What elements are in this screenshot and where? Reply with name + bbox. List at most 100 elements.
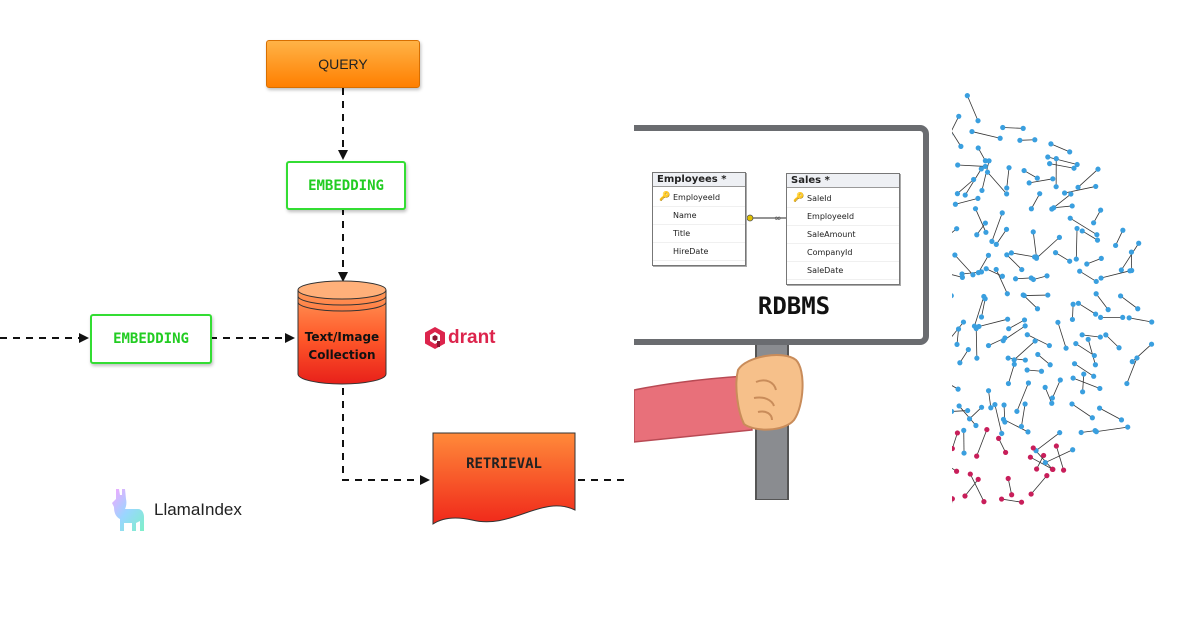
graph-node [1012,276,1019,282]
graph-node [1041,452,1047,459]
graph-node [964,93,970,99]
graph-node [1035,351,1041,358]
graph-node [1077,268,1083,274]
graph-edge [952,116,960,131]
embedding-box-left: EMBEDDING [90,314,212,364]
graph-node [1022,357,1028,363]
graph-node [1031,254,1038,260]
graph-node [971,176,977,183]
graph-node [1093,183,1099,190]
graph-edge [1100,270,1130,279]
graph-node [1096,405,1103,411]
graph-node [981,499,987,505]
graph-node [996,435,1002,441]
graph-node [978,404,985,410]
graph-node [952,445,955,452]
graph-edge [954,254,974,276]
graph-edge [974,296,985,327]
graph-node [955,386,961,392]
graph-node [1093,429,1099,435]
graph-edge [988,390,992,408]
graph-node [982,296,988,302]
graph-node [959,271,965,277]
graph-node [970,272,976,278]
graph-node [1117,293,1124,299]
graph-node [988,405,994,411]
graph-node [1046,342,1052,349]
graph-node [1025,380,1032,386]
graph-edge [1008,364,1015,384]
retrieval-document-icon [432,432,576,525]
graph-node [1098,275,1104,281]
graph-edge [1002,127,1024,129]
graph-node [1120,314,1126,321]
rdbms-illustration: ∞ Employees * 🔑EmployeeId Name Title Hir… [634,120,952,500]
graph-edge [1006,167,1010,189]
graph-node [972,206,979,212]
graph-edge [1031,193,1041,209]
graph-node [1011,361,1017,367]
graph-node [967,471,973,477]
key-icon: 🔑 [793,193,805,203]
graph-edge [1055,252,1070,262]
graph-edge [976,429,988,457]
graph-node [1093,291,1099,297]
graph-node [1034,466,1040,472]
graph-edge [1055,445,1064,471]
graph-node [1089,415,1095,421]
graph-node [1030,229,1036,235]
graph-node [1067,215,1073,221]
graph-edge [1126,357,1138,384]
graph-edge [952,385,959,390]
graph-node [1120,227,1126,233]
graph-node [952,201,959,207]
graph-node [952,293,954,299]
graph-edge [1078,302,1096,315]
graph-node [1063,345,1069,351]
qdrant-hexagon-icon [425,327,445,349]
graph-node [1025,429,1031,435]
graph-node [1011,357,1017,363]
graph-node [1148,341,1155,347]
flow-connectors [0,88,626,485]
graph-edge [998,438,1006,453]
graph-node [1053,156,1059,162]
graph-node [1055,319,1061,325]
graph-node [1124,380,1130,387]
collection-label-line1: Text/Image [304,330,380,344]
graph-node [1056,234,1063,240]
graph-node [984,426,990,433]
graph-node [1000,338,1006,344]
rag-flowchart: QUERY EMBEDDING EMBEDDING Text/Image Col… [0,40,626,531]
connector-collection-to-retrieval [342,388,430,485]
graph-edge [995,269,1008,294]
graph-edge [1079,270,1097,282]
graph-node [1080,389,1086,395]
graph-edge [1087,339,1096,365]
graph-edge [958,405,977,426]
graph-edge [1049,163,1075,169]
svg-text:∞: ∞ [774,214,782,224]
graph-edge [978,318,1008,327]
graph-edge [957,179,974,194]
graph-node [1067,258,1073,264]
graph-edge [975,208,987,233]
graph-edge [1096,426,1128,433]
graph-node [1051,205,1057,211]
graph-node [954,226,960,232]
graph-edge [1052,379,1061,399]
graph-edge [1082,334,1101,338]
collection-label: Text/Image Collection [296,328,388,364]
graph-edge [1030,475,1048,495]
graph-node [975,476,981,482]
graph-node [969,128,975,135]
graph-node [1027,454,1034,460]
graph-node [1047,161,1053,167]
graph-node [1021,317,1028,323]
sales-column: CompanyId [787,244,899,262]
sales-column: 🔑SaleId [787,190,899,208]
collection-cylinder-icon [297,280,387,385]
graph-node [974,453,980,459]
graph-node [1068,191,1074,197]
graph-node [1092,362,1099,368]
